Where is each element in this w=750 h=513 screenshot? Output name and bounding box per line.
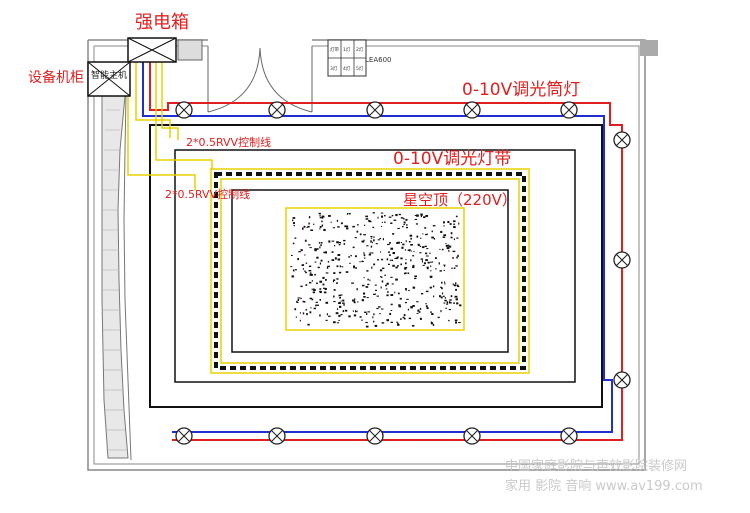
watermark-line1: 中国家庭影院与声效影院装修网 [505,458,687,474]
power-box [127,37,203,63]
light-strip [210,168,530,374]
control-panel: 灯带 1灯 2灯 3灯 4灯 5灯 LEA600 [327,39,391,77]
downlight-dimming-label: 0-10V调光筒灯 [462,80,580,100]
downlight-11 [366,427,384,445]
downlight-7 [613,251,631,269]
downlight-8 [613,371,631,389]
wall-pillar [640,40,658,56]
equipment-cabinet: 智能主机 [87,61,131,97]
downlight-10 [268,427,286,445]
downlight-12 [463,427,481,445]
wire-blue-loop [142,60,613,433]
door-swing [207,46,313,113]
panel-cell-2: 2灯 [356,46,364,53]
downlight-4 [463,101,481,119]
downlight-3 [366,101,384,119]
panel-cell-4: 4灯 [343,65,351,72]
starry-ceiling-area [285,207,465,331]
control-wire-label-2: 2*0.5RVV控制线 [165,187,250,201]
curtain-wave [101,95,129,459]
wire-yellow-3 [155,60,213,170]
light-strip-dimming-label: 0-10V调光灯带 [393,149,511,169]
downlight-9 [175,427,193,445]
door-arc-right [259,47,313,113]
wiring [127,60,623,441]
starry-ceiling-label: 星空顶（220V） [403,191,517,209]
wire-yellow-4 [161,60,179,140]
watermark-line2: 家用 影院 音响 www.av199.com [505,478,703,494]
ceiling-outer-frame [149,124,603,408]
control-wire-label-1: 2*0.5RVV控制线 [186,135,271,149]
downlight-2 [268,101,286,119]
downlight-6 [613,131,631,149]
curtain-line [123,95,132,461]
downlight-1 [175,101,193,119]
door-arc-left [207,47,261,113]
panel-model-label: LEA600 [365,56,391,64]
power-box-label: 强电箱 [135,12,189,33]
equipment-cabinet-label: 设备机柜 [28,69,84,86]
panel-cell-3: 3灯 [330,65,338,72]
downlights [175,101,631,445]
curtain-wall [101,95,132,461]
smart-host-label: 智能主机 [91,69,127,81]
panel-cell-5: 5灯 [356,65,364,72]
panel-cell-0: 灯带 [330,46,339,53]
ceiling-inner-frame [174,149,576,383]
downlight-13 [560,427,578,445]
wire-yellow-2 [127,82,196,190]
wall-outer [87,39,646,471]
wall-inner [93,45,640,465]
starry-ceiling-dots [290,212,462,328]
panel-cell-1: 1灯 [343,46,351,53]
wire-yellow-1 [135,62,171,138]
downlight-5 [560,101,578,119]
room-walls [87,39,658,471]
